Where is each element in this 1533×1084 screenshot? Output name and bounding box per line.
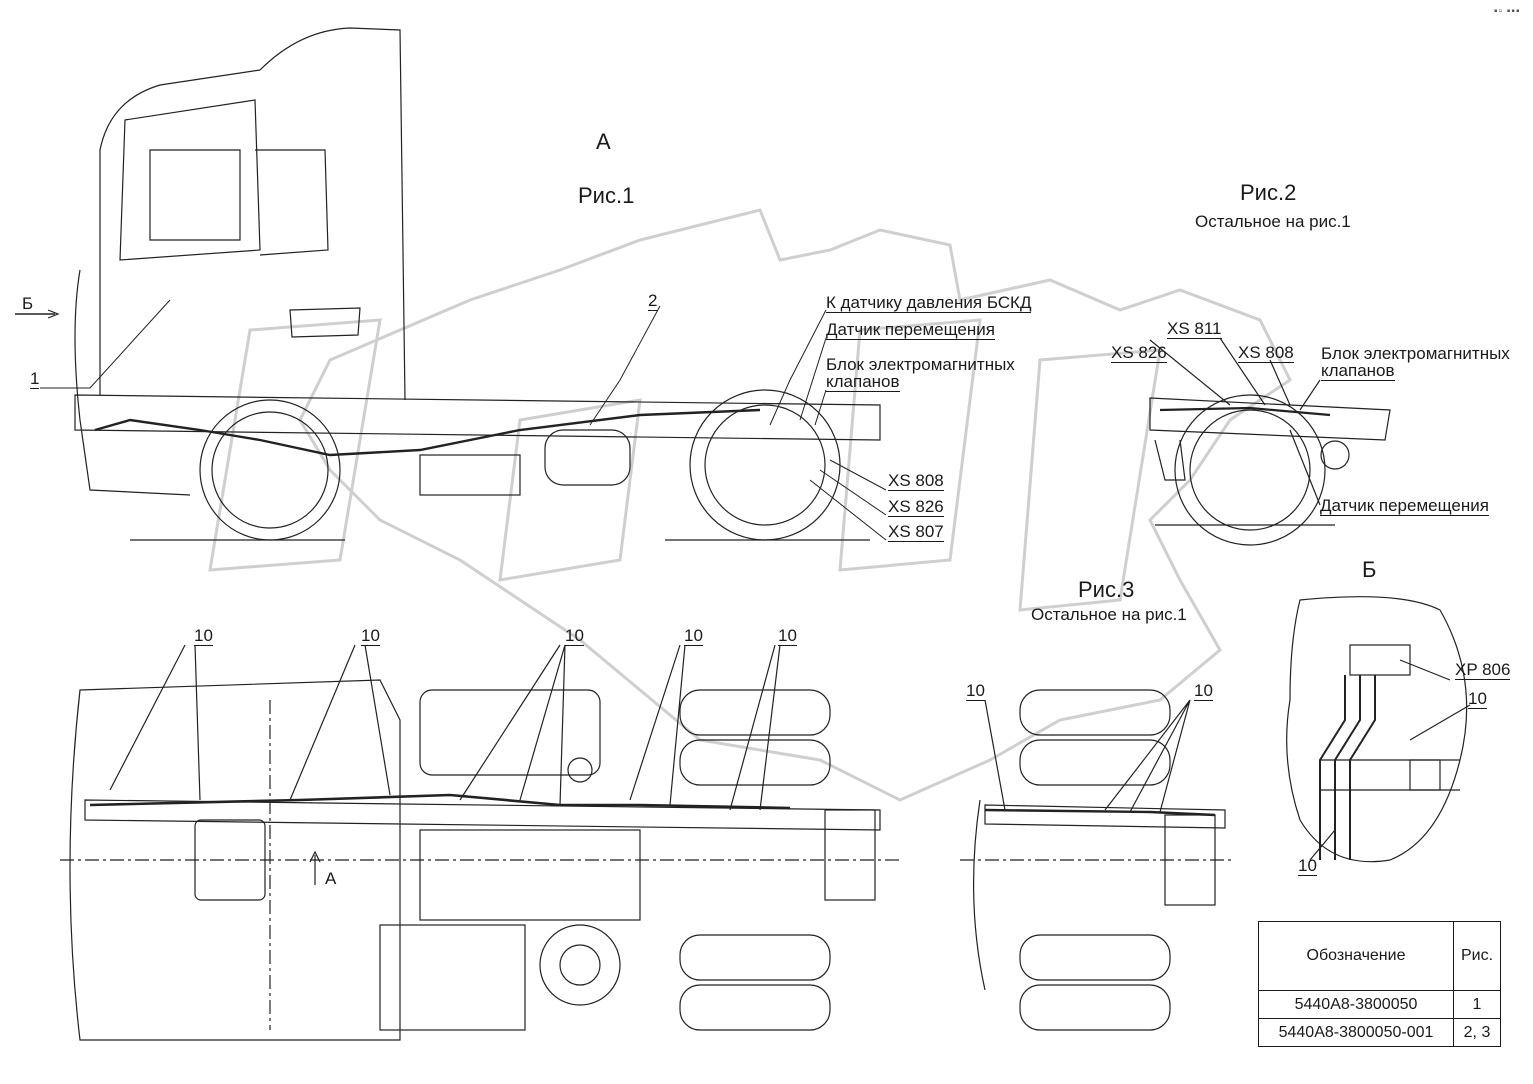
corner-mark: ▪▫ ▪▪▪ (1494, 6, 1521, 17)
callout-2: 2 (648, 291, 658, 311)
table-row: 5440A8-3800050-001 2, 3 (1258, 1018, 1501, 1047)
table-header-fig: Рис. (1453, 920, 1501, 992)
callout-valve-block-line1: Блок электромагнитных (826, 355, 1015, 374)
view-b-detail (1286, 596, 1471, 863)
callout-displacement-sensor: Датчик перемещения (826, 320, 995, 340)
view-arrow-b-label: Б (22, 294, 34, 313)
callout-1: 1 (30, 369, 40, 389)
fig2-callout-xs808: XS 808 (1238, 343, 1294, 363)
callout-xp806: XP 806 (1455, 660, 1511, 680)
callout-10: 10 (361, 626, 380, 646)
fig1-side-view (15, 27, 881, 541)
callout-xs807: XS 807 (888, 522, 944, 542)
table-cell-designation: 5440A8-3800050 (1258, 990, 1454, 1020)
callout-10: 10 (194, 626, 213, 646)
fig1-top-view (60, 644, 900, 1041)
callout-10: 10 (778, 626, 797, 646)
callout-xs826: XS 826 (888, 497, 944, 517)
fig3-top-view (960, 689, 1235, 1031)
table-cell-fig: 1 (1453, 990, 1501, 1020)
fig3-subtitle: Остальное на рис.1 (1031, 605, 1187, 624)
view-arrow-a-label: А (325, 869, 337, 888)
callout-10: 10 (1468, 689, 1487, 709)
fig2-subtitle: Остальное на рис.1 (1195, 212, 1351, 231)
fig2-side-view (1149, 337, 1391, 546)
table-cell-designation: 5440A8-3800050-001 (1258, 1018, 1454, 1047)
fig1-leaders (40, 299, 887, 541)
watermark-logo (208, 208, 1292, 802)
fig3-title: Рис.3 (1078, 577, 1135, 602)
table-header-designation: Обозначение (1258, 920, 1454, 992)
callout-10: 10 (1298, 856, 1317, 876)
fig2-callout-xs811: XS 811 (1167, 319, 1222, 339)
fig1-title: Рис.1 (578, 183, 635, 208)
fig2-callout-displacement-sensor: Датчик перемещения (1320, 496, 1489, 516)
callout-10: 10 (684, 626, 703, 646)
callout-valve-block-line2: клапанов (826, 372, 900, 392)
callout-10: 10 (966, 681, 985, 701)
table-row: 5440A8-3800050 1 (1258, 990, 1501, 1020)
fig1-view-letter: A (596, 129, 611, 154)
callout-xs808: XS 808 (888, 471, 944, 491)
fig2-title: Рис.2 (1240, 180, 1297, 205)
callout-pressure-sensor: К датчику давления БСКД (826, 293, 1032, 313)
table-header-row: Обозначение Рис. (1258, 920, 1501, 992)
fig2-callout-xs826: XS 826 (1111, 343, 1167, 363)
fig2-callout-valve-line1: Блок электромагнитных (1321, 344, 1510, 363)
view-b-title: Б (1362, 557, 1377, 582)
fig2-callout-valve-line2: клапанов (1321, 361, 1395, 381)
callout-10: 10 (565, 626, 584, 646)
designation-table: Обозначение Рис. 5440A8-3800050 1 5440A8… (1258, 920, 1501, 1047)
table-cell-fig: 2, 3 (1453, 1018, 1501, 1047)
callout-10: 10 (1194, 681, 1213, 701)
